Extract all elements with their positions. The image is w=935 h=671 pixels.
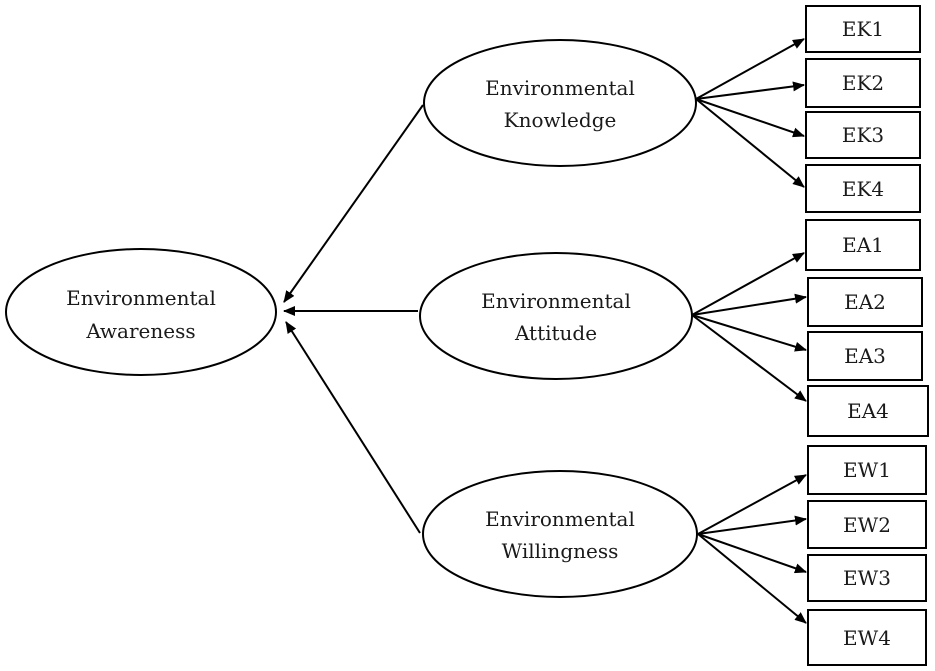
construct-knowledge-label-line1: Environmental — [485, 76, 635, 100]
indicator-ew2-box — [807, 500, 927, 549]
construct-attitude-label-line2: Attitude — [514, 321, 597, 345]
indicator-ek2-label: EK2 — [842, 71, 884, 95]
indicator-ea4-label: EA4 — [847, 399, 889, 423]
indicator-ew4-label: EW4 — [843, 626, 891, 650]
construct-attitude-label-line1: Environmental — [481, 289, 631, 313]
indicator-ea3-label: EA3 — [844, 344, 886, 368]
path-attitude-to-ea2 — [691, 293, 807, 316]
construct-awareness-ellipse — [5, 248, 277, 376]
construct-attitude: Environmental Attitude — [419, 252, 693, 380]
indicator-ew1-box — [807, 445, 927, 495]
path-knowledge-to-ek2 — [695, 81, 805, 100]
construct-willingness-ellipse — [422, 470, 698, 598]
construct-awareness: Environmental Awareness — [5, 248, 277, 376]
indicator-ew3-box — [807, 554, 927, 602]
indicator-ek4-box — [805, 164, 921, 213]
construct-knowledge-ellipse — [423, 39, 697, 167]
indicator-ew1-label: EW1 — [843, 458, 891, 482]
indicator-ea2-box — [807, 277, 923, 327]
construct-awareness-label-line2: Awareness — [85, 319, 195, 343]
construct-awareness-label-line1: Environmental — [66, 286, 216, 310]
indicator-ew4-box — [807, 609, 927, 666]
construct-willingness: Environmental Willingness — [422, 470, 698, 598]
path-knowledge-to-ek3 — [695, 98, 805, 138]
path-willingness-to-ew4 — [697, 533, 807, 624]
indicator-ea4-box — [807, 385, 929, 437]
construct-knowledge-label-line2: Knowledge — [504, 108, 617, 132]
path-knowledge-to-awareness — [283, 104, 424, 303]
construct-knowledge: Environmental Knowledge — [423, 39, 697, 167]
indicator-ek4-label: EK4 — [842, 177, 884, 201]
structural-paths — [283, 104, 424, 534]
indicator-ea2-label: EA2 — [844, 290, 886, 314]
indicator-ea1-box — [805, 219, 921, 271]
path-willingness-to-ew2 — [697, 515, 807, 535]
indicator-ek3-box — [805, 111, 921, 159]
path-knowledge-to-ek4 — [695, 98, 805, 188]
indicator-ea1-label: EA1 — [842, 233, 884, 257]
construct-willingness-label-line2: Willingness — [502, 539, 619, 563]
indicators-willingness: EW1 EW2 EW3 EW4 — [807, 445, 927, 666]
indicators-knowledge: EK1 EK2 EK3 EK4 — [805, 5, 921, 213]
indicator-ea3-box — [807, 331, 923, 381]
indicator-ek1-label: EK1 — [842, 17, 884, 41]
measurement-paths — [691, 38, 807, 624]
path-attitude-to-ea4 — [691, 314, 807, 402]
path-willingness-to-ew3 — [697, 533, 807, 574]
path-willingness-to-ew1 — [697, 474, 807, 535]
path-attitude-to-ea3 — [691, 314, 807, 352]
indicator-ew3-label: EW3 — [843, 566, 891, 590]
indicator-ek1-box — [805, 5, 921, 53]
path-knowledge-to-ek1 — [695, 38, 805, 100]
path-attitude-to-ea1 — [691, 252, 805, 316]
indicators-attitude: EA1 EA2 EA3 EA4 — [805, 219, 929, 437]
indicator-ew2-label: EW2 — [843, 513, 891, 537]
construct-attitude-ellipse — [419, 252, 693, 380]
indicator-ek2-box — [805, 58, 921, 108]
construct-willingness-label-line1: Environmental — [485, 507, 635, 531]
indicator-ek3-label: EK3 — [842, 123, 884, 147]
path-willingness-to-awareness — [285, 321, 421, 534]
